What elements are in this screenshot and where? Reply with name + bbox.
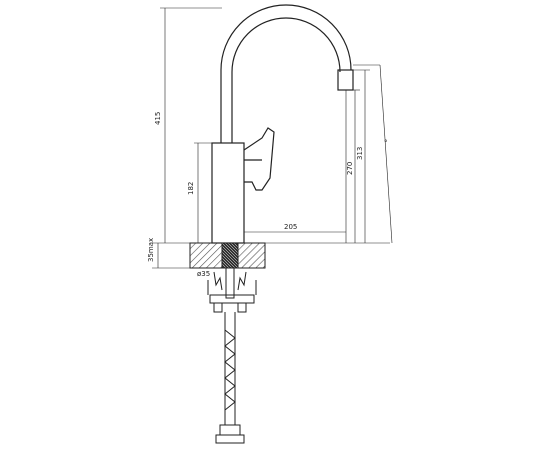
dim-total-height: 415 (154, 112, 162, 125)
dim-body-height: 182 (187, 182, 195, 195)
dim-outlet-top-height: 313 (356, 147, 364, 160)
countertop-section (189, 242, 266, 269)
mounting-hardware (207, 267, 257, 313)
faucet-body (211, 142, 245, 244)
dim-mount-hole: ø35 (197, 270, 210, 278)
dim-outlet-height: 270 (346, 162, 354, 175)
dim-swivel-angle: ° (384, 139, 388, 147)
lever-handle (243, 127, 275, 191)
spout-inner (231, 17, 341, 143)
spout-outer (220, 4, 352, 143)
dim-countertop-max: 35max (147, 238, 155, 262)
dim-spout-reach: 205 (284, 223, 297, 231)
aerator (337, 69, 354, 91)
supply-hose (215, 312, 245, 444)
dimension-lines (152, 7, 393, 269)
